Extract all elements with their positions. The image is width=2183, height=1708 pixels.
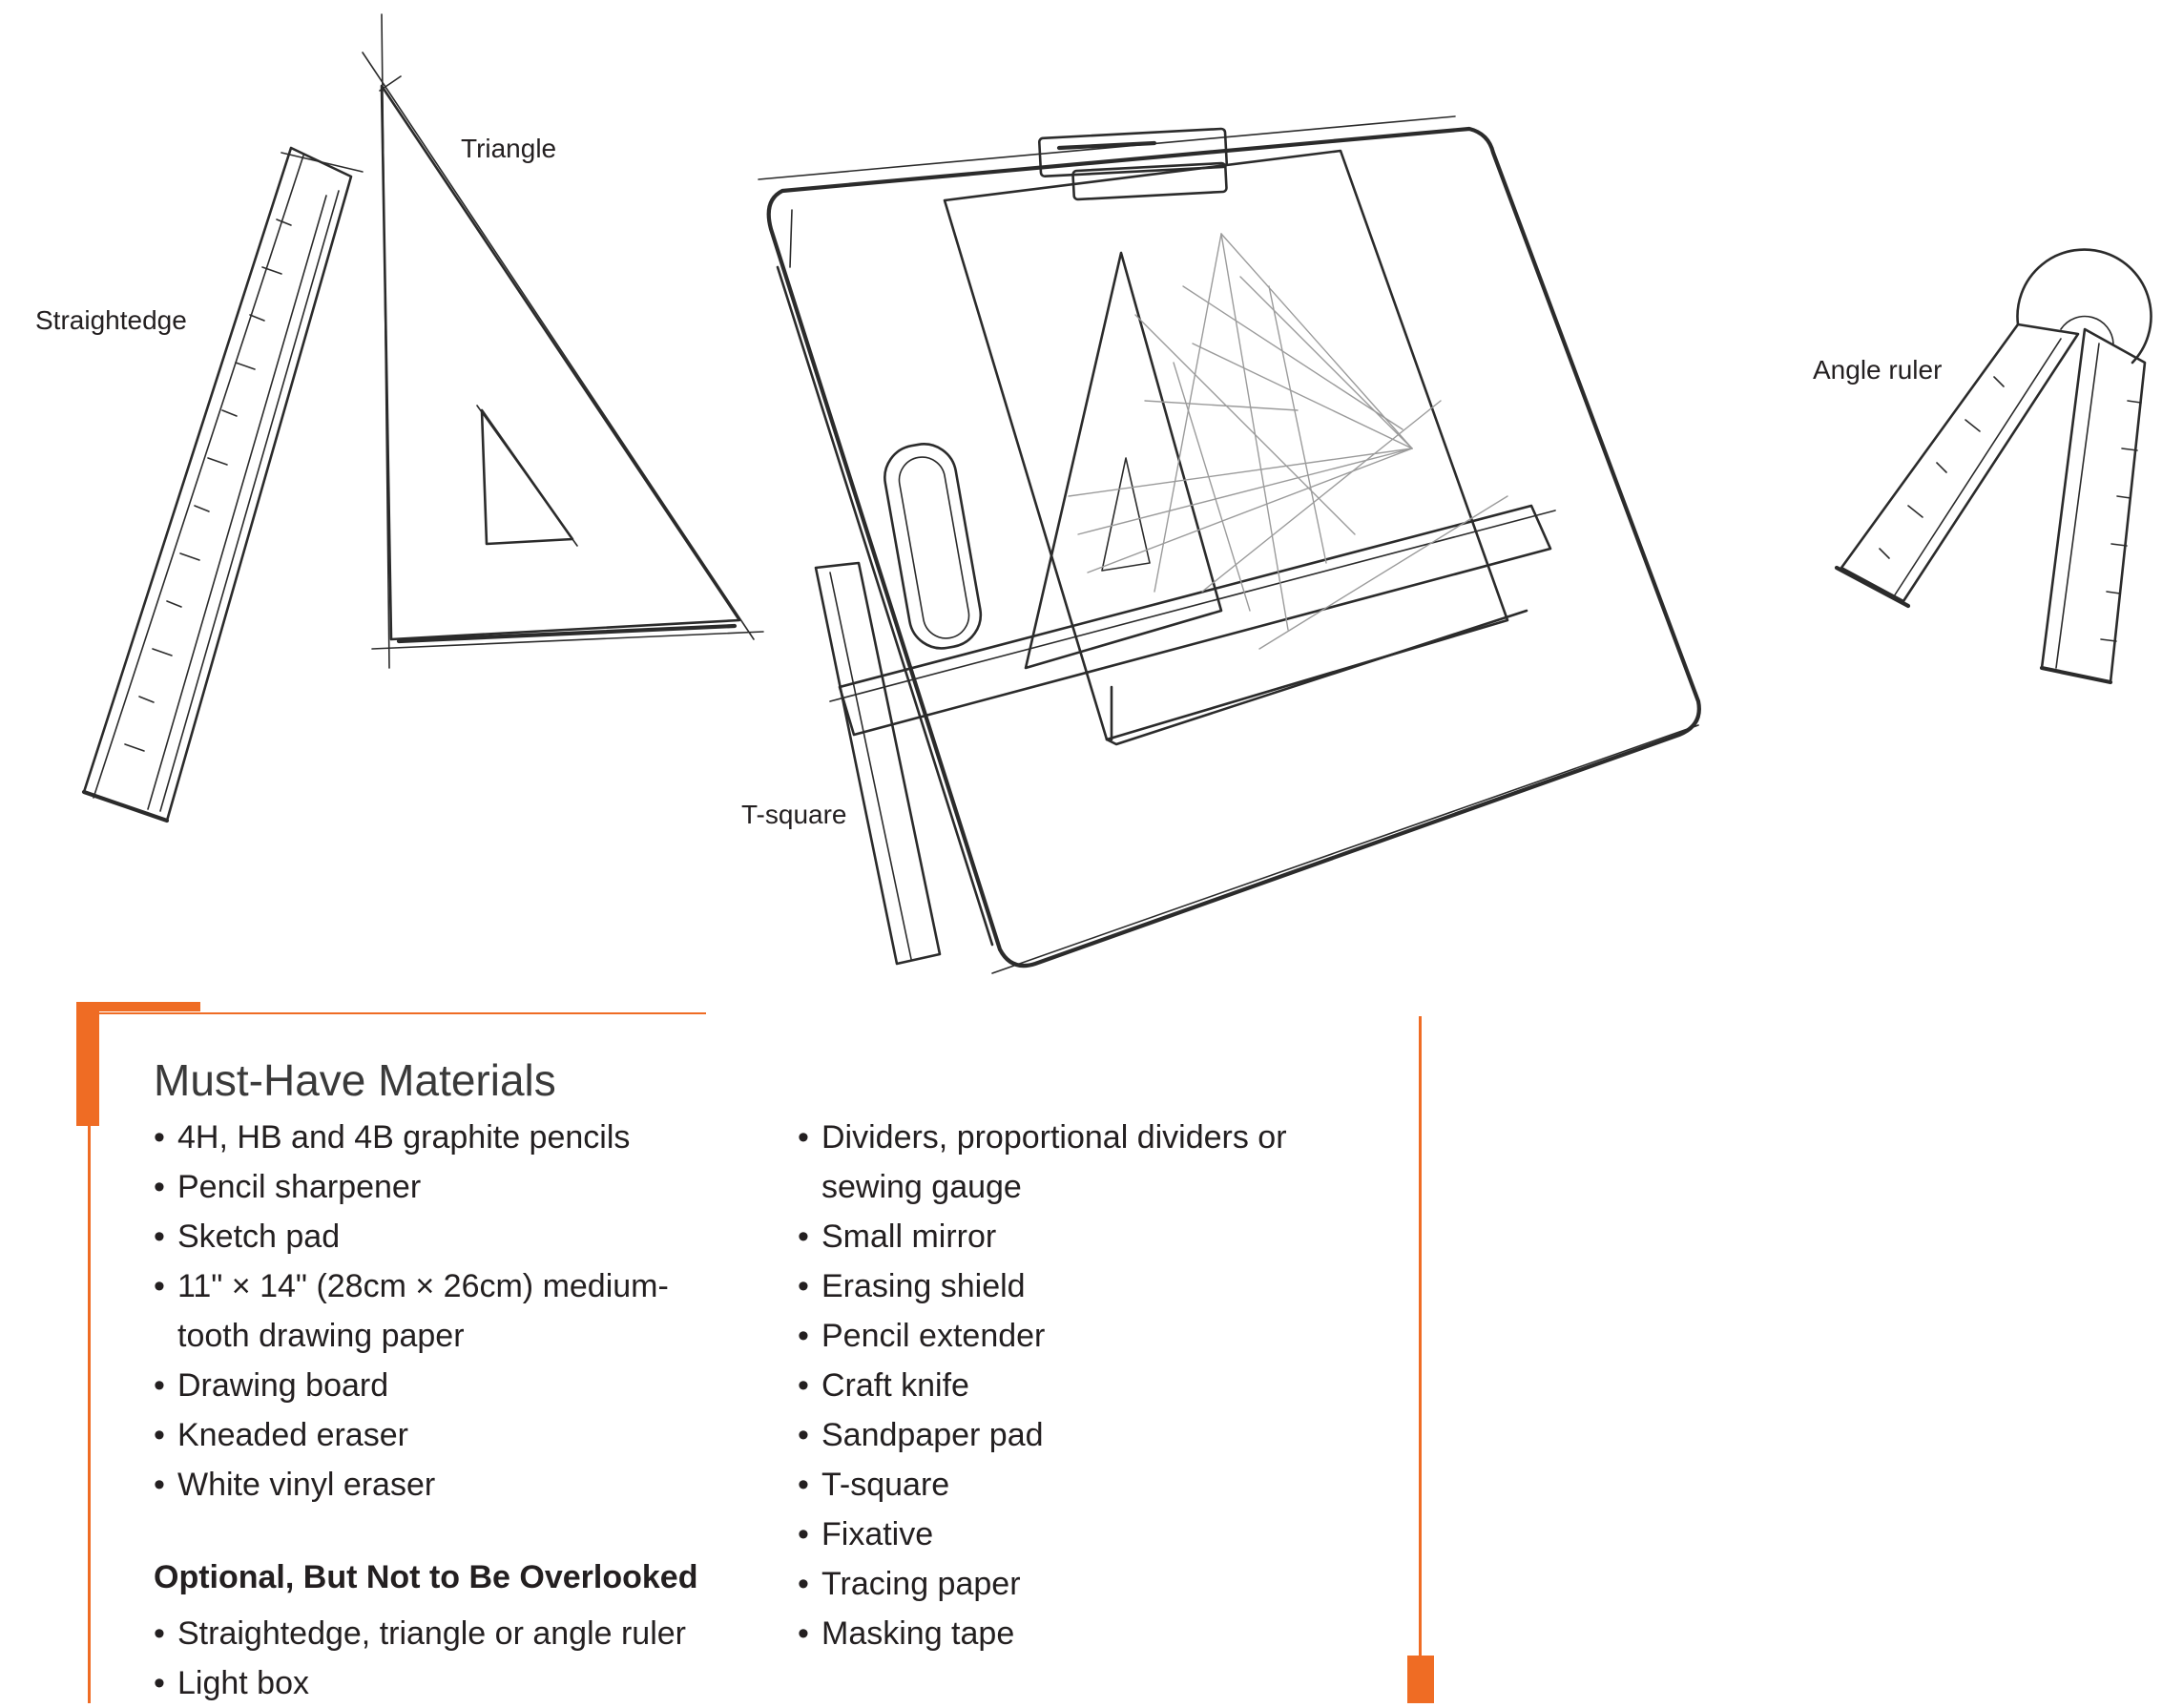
list-item: Kneaded eraser bbox=[154, 1410, 764, 1460]
frame-top-rule bbox=[90, 1012, 706, 1014]
list-item: T-square bbox=[798, 1460, 1427, 1510]
list-item-continuation: sewing gauge bbox=[821, 1169, 1022, 1205]
triangle-label: Triangle bbox=[461, 134, 557, 163]
list-item: Dividers, proportional dividers or bbox=[798, 1113, 1427, 1162]
list-item: Tracing paper bbox=[798, 1559, 1427, 1609]
list-item: Straightedge, triangle or angle ruler bbox=[154, 1609, 764, 1658]
must-have-list-right: Dividers, proportional dividers or sewin… bbox=[798, 1113, 1427, 1658]
frame-corner-bottom-bar bbox=[1407, 1656, 1434, 1703]
angle-ruler-label: Angle ruler bbox=[1813, 355, 1943, 385]
straightedge-sketch bbox=[81, 146, 364, 823]
must-have-list-left: 4H, HB and 4B graphite pencils Pencil sh… bbox=[154, 1113, 764, 1510]
list-item: Sketch pad bbox=[154, 1212, 764, 1261]
list-item: Pencil sharpener bbox=[154, 1162, 764, 1212]
list-item: Drawing board bbox=[154, 1361, 764, 1410]
triangle-sketch bbox=[362, 13, 764, 669]
angle-ruler-sketch bbox=[1834, 248, 2152, 685]
list-item: White vinyl eraser bbox=[154, 1460, 764, 1510]
list-item: Fixative bbox=[798, 1510, 1427, 1559]
optional-heading: Optional, But Not to Be Overlooked bbox=[154, 1559, 698, 1595]
list-item: Small mirror bbox=[798, 1212, 1427, 1261]
list-item: 4H, HB and 4B graphite pencils bbox=[154, 1113, 764, 1162]
list-item: 11" × 14" (28cm × 26cm) medium- bbox=[154, 1261, 764, 1311]
frame-corner-top-bar bbox=[76, 1002, 200, 1011]
materials-heading: Must-Have Materials bbox=[154, 1055, 556, 1105]
frame-left-rule bbox=[88, 1021, 91, 1703]
straightedge-label: Straightedge bbox=[35, 305, 187, 335]
drawing-board-sketch bbox=[758, 115, 1701, 974]
list-item: Sandpaper pad bbox=[798, 1410, 1427, 1460]
tsquare-label: T-square bbox=[741, 800, 847, 829]
list-item: Masking tape bbox=[798, 1609, 1427, 1658]
list-item: Light box bbox=[154, 1658, 764, 1708]
list-item: Erasing shield bbox=[798, 1261, 1427, 1311]
list-item-continuation: tooth drawing paper bbox=[177, 1318, 465, 1354]
list-item: Pencil extender bbox=[798, 1311, 1427, 1361]
optional-list: Straightedge, triangle or angle ruler Li… bbox=[154, 1609, 764, 1708]
list-item: Craft knife bbox=[798, 1361, 1427, 1410]
